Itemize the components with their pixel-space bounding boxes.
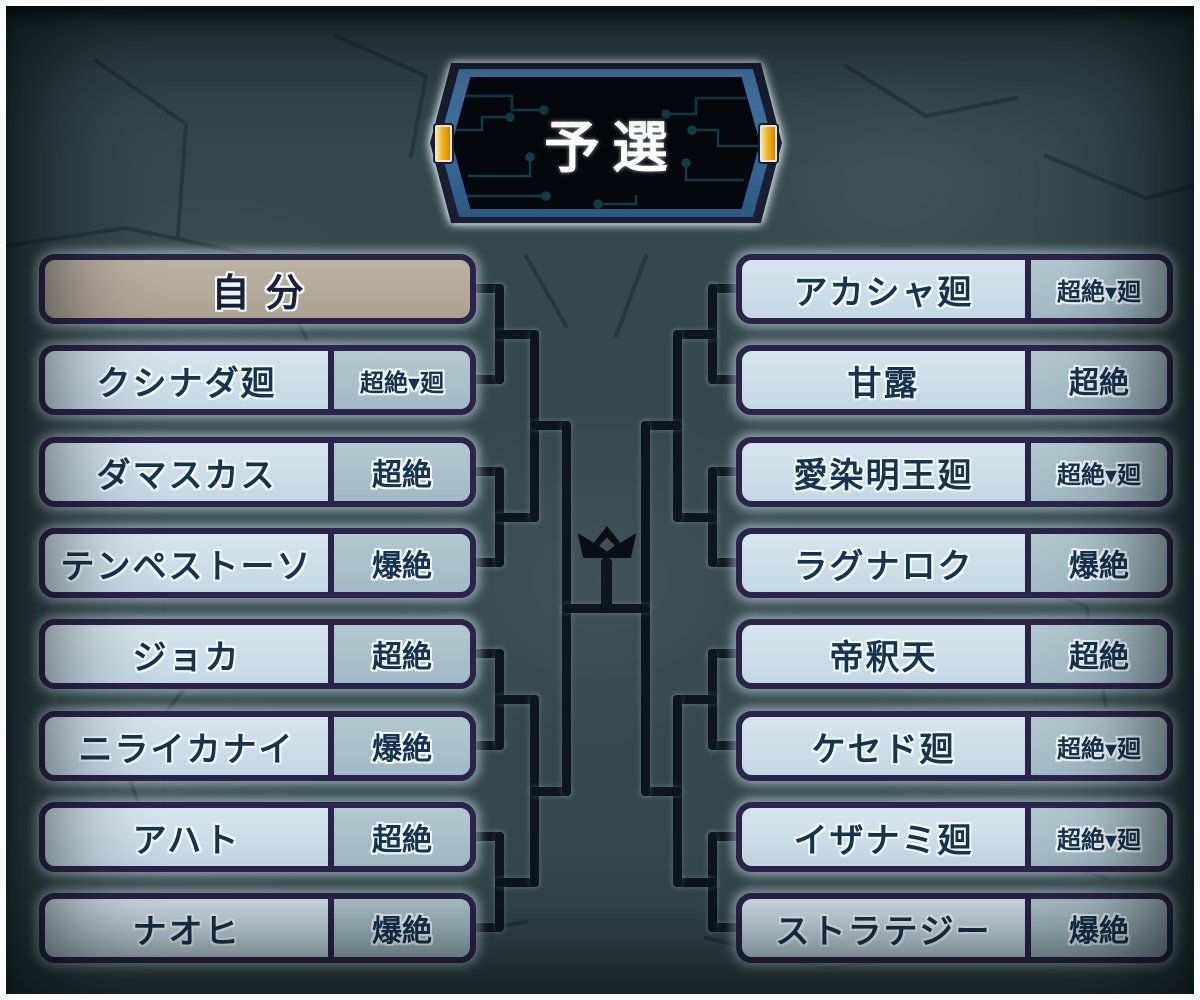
bracket-line [673,330,717,339]
bracket-line [673,695,717,704]
left-entry-damascus[interactable]: ダマスカス 超絶 [39,437,476,507]
entry-difficulty-badge: 超絶▾廻 [1025,808,1167,866]
right-entry-ragnarok[interactable]: ラグナロク 爆絶 [736,528,1173,598]
bracket-line [530,787,571,796]
bracket-line [472,741,504,750]
entry-name: ニライカナイ [78,729,295,770]
entry-difficulty-badge: 超絶 [1025,351,1167,409]
entry-name: アカシャ廻 [793,272,974,313]
bracket-line [708,832,740,841]
entry-name: テンペストーソ [60,546,313,587]
right-entry-izanami[interactable]: イザナミ廻 超絶▾廻 [736,802,1173,872]
bracket-line [472,284,504,293]
crown-icon [577,526,637,558]
left-entry-self[interactable]: 自分 [39,254,476,324]
crown-stem [601,558,612,610]
entry-name: ダマスカス [96,455,277,496]
entry-difficulty-badge: 爆絶 [1025,534,1167,592]
entry-name: イザナミ廻 [793,820,974,861]
right-entry-kanro[interactable]: 甘露 超絶 [736,345,1173,415]
entry-name: クシナダ廻 [96,363,277,404]
entry-difficulty-badge: 爆絶 [328,899,470,957]
left-entry-joka[interactable]: ジョカ 超絶 [39,619,476,689]
bracket-line [472,649,504,658]
entry-difficulty-badge: 超絶 [328,808,470,866]
bracket-line [472,375,504,384]
bracket-line [708,467,740,476]
right-entry-taishakuten[interactable]: 帝釈天 超絶 [736,619,1173,689]
bracket-line [472,558,504,567]
bracket-line [495,695,539,704]
left-entry-acht[interactable]: アハト 超絶 [39,802,476,872]
entry-difficulty-badge: 爆絶 [328,534,470,592]
bracket-line [708,649,740,658]
entry-difficulty-badge: 爆絶 [1025,899,1167,957]
bracket-line [641,787,682,796]
preliminary-bracket-screen: 予選 自分 クシナダ廻 超絶▾廻 ダマスカス 超絶 テンペストーソ 爆絶 ジョカ… [6,6,1194,994]
bracket-line [708,284,740,293]
entry-difficulty-badge: 超絶▾廻 [328,351,470,409]
entry-difficulty-badge: 超絶 [328,625,470,683]
page-title: 予選 [544,115,680,181]
bracket-line [472,832,504,841]
entry-difficulty-badge: 超絶▾廻 [1025,717,1167,775]
bracket-line [472,923,504,932]
right-entry-aizen[interactable]: 愛染明王廻 超絶▾廻 [736,437,1173,507]
bracket-line [495,513,539,522]
bracket-line [472,467,504,476]
bracket-line [708,741,740,750]
entry-name: ストラテジー [775,911,992,952]
title-banner: 予選 [430,52,782,234]
entry-name: ジョカ [132,637,241,678]
entry-difficulty-badge: 超絶▾廻 [1025,443,1167,501]
entry-name: 甘露 [847,363,920,404]
bracket-line [530,421,571,430]
banner-panel [452,77,760,209]
bracket-line [708,558,740,567]
entry-difficulty-badge: 爆絶 [328,717,470,775]
entry-name: ケセド廻 [811,729,956,770]
left-entry-kushinada[interactable]: クシナダ廻 超絶▾廻 [39,345,476,415]
entry-name: 帝釈天 [829,637,938,678]
bracket-line [495,330,539,339]
bracket-line [708,375,740,384]
entry-difficulty-badge: 超絶 [328,443,470,501]
bracket-line [641,421,682,430]
entry-name: 愛染明王廻 [793,455,974,496]
entry-difficulty-badge: 超絶▾廻 [1025,260,1167,318]
entry-name: ラグナロク [793,546,974,587]
right-entry-chesed[interactable]: ケセド廻 超絶▾廻 [736,711,1173,781]
entry-name: アハト [132,820,241,861]
entry-difficulty-badge: 超絶 [1025,625,1167,683]
entry-name: ナオヒ [132,911,241,952]
banner-left-tab-icon [435,125,452,162]
left-entry-niraikanai[interactable]: ニライカナイ 爆絶 [39,711,476,781]
entry-name: 自分 [211,270,320,315]
right-entry-akasha[interactable]: アカシャ廻 超絶▾廻 [736,254,1173,324]
bracket-line [673,878,717,887]
bracket-line [673,513,717,522]
banner-right-tab-icon [760,125,777,162]
right-entry-strategy[interactable]: ストラテジー 爆絶 [736,893,1173,963]
bracket-line [495,878,539,887]
circuit-pattern-icon [452,94,760,209]
bracket-line [708,923,740,932]
left-entry-naohi[interactable]: ナオヒ 爆絶 [39,893,476,963]
left-entry-tempestoso[interactable]: テンペストーソ 爆絶 [39,528,476,598]
